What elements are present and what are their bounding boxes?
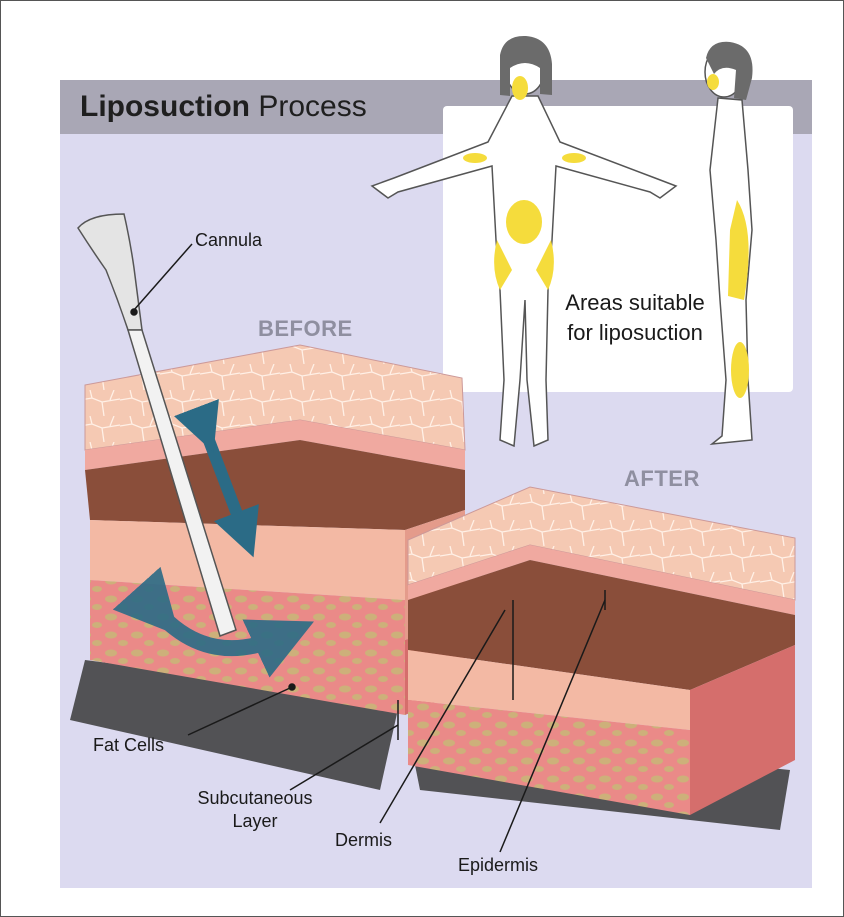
subcutaneous-line-2: Layer bbox=[232, 811, 277, 831]
epidermis-label: Epidermis bbox=[458, 855, 538, 876]
before-heading: BEFORE bbox=[258, 316, 353, 342]
fat-cells-label: Fat Cells bbox=[93, 735, 164, 756]
cannula-label: Cannula bbox=[195, 230, 262, 251]
side-body-figure bbox=[705, 42, 753, 444]
subcutaneous-line-1: Subcutaneous bbox=[197, 788, 312, 808]
after-skin-block bbox=[408, 487, 795, 815]
dermis-label: Dermis bbox=[335, 830, 392, 851]
after-heading: AFTER bbox=[624, 466, 700, 492]
areas-suitable-note: Areas suitable for liposuction bbox=[565, 288, 705, 348]
